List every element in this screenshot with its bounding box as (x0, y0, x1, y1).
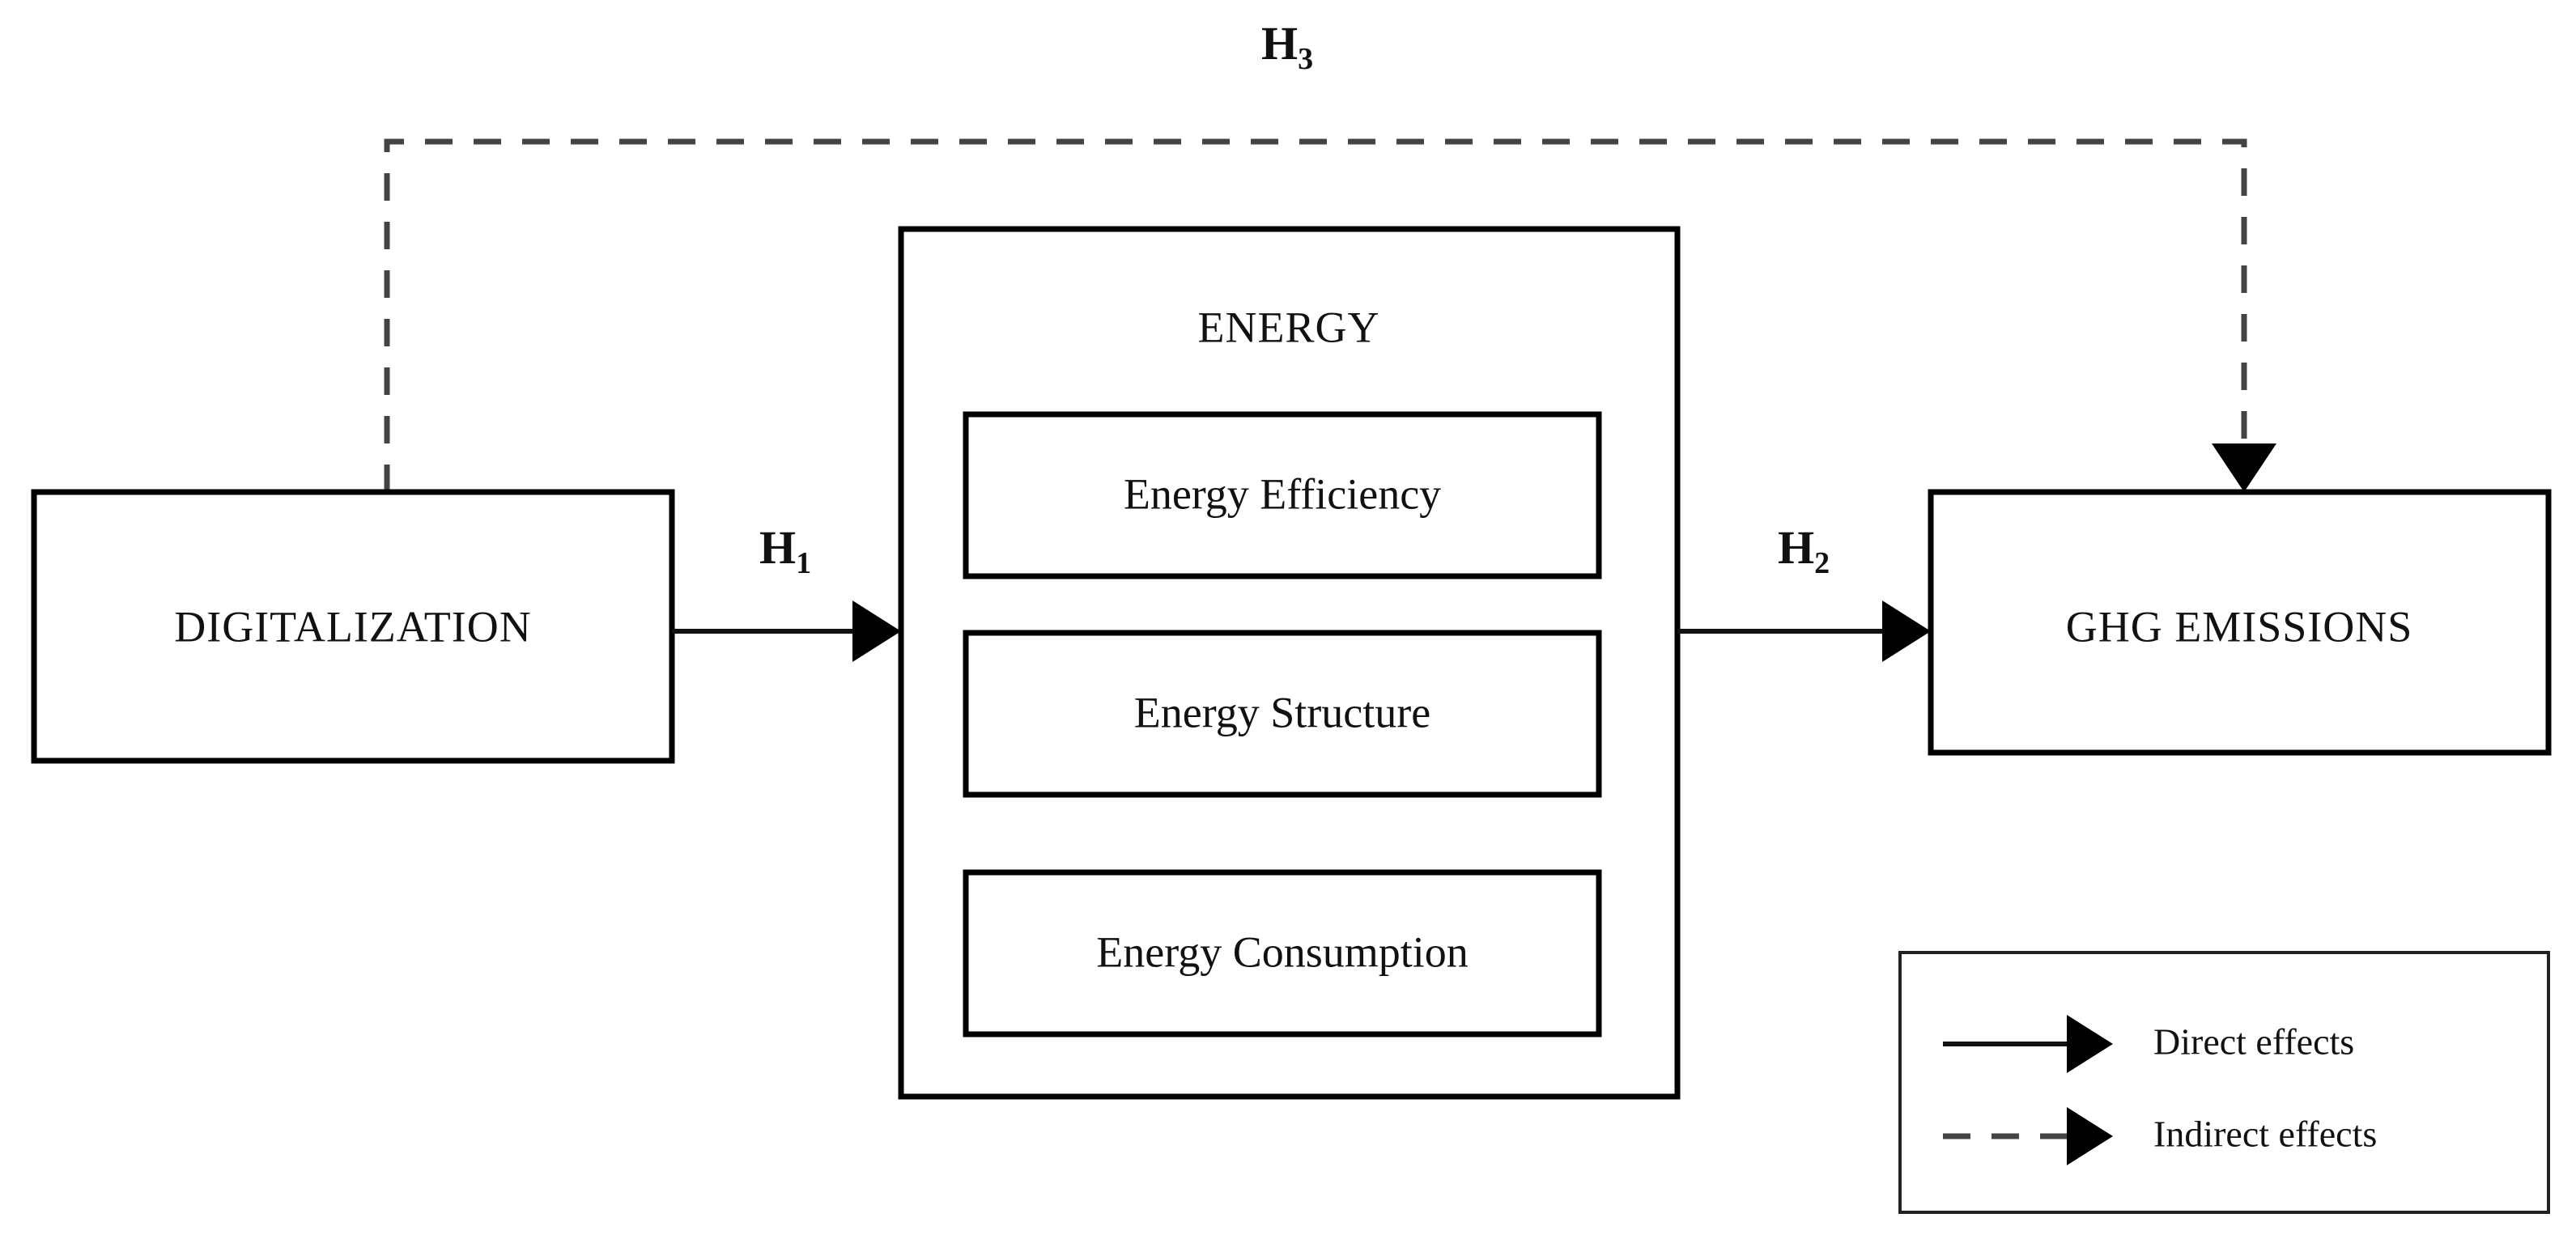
edge-h2-direct (1677, 600, 1931, 662)
node-energy-group[interactable]: ENERGY Energy Efficiency Energy Structur… (898, 226, 1681, 1100)
energy-group-title: ENERGY (1198, 303, 1380, 351)
node-digitalization[interactable]: DIGITALIZATION (31, 489, 675, 764)
digitalization-box[interactable] (31, 489, 675, 764)
h3-label: H3 (1261, 17, 1313, 75)
legend-direct-label: Direct effects (2153, 1021, 2354, 1063)
ghg-emissions-box[interactable] (1928, 489, 2552, 756)
legend-indirect-label: Indirect effects (2153, 1114, 2377, 1155)
energy-item-structure[interactable]: Energy Structure (963, 630, 1602, 798)
energy-item-consumption[interactable]: Energy Consumption (963, 869, 1602, 1037)
node-ghg-emissions[interactable]: GHG EMISSIONS (1928, 489, 2552, 756)
ghg-emissions-label: GHG EMISSIONS (2066, 602, 2413, 651)
legend-solid-arrow-icon (2067, 1015, 2113, 1073)
energy-efficiency-box[interactable] (963, 411, 1602, 579)
edge-h3-indirect (384, 138, 2276, 492)
energy-consumption-label: Energy Consumption (1096, 927, 1469, 976)
h3-dashed-path (384, 138, 2247, 492)
energy-item-efficiency[interactable]: Energy Efficiency (963, 411, 1602, 579)
legend-item-indirect: Indirect effects (1943, 1107, 2377, 1165)
energy-consumption-box[interactable] (963, 869, 1602, 1037)
h1-arrow-head (852, 600, 901, 662)
legend-item-direct: Direct effects (1943, 1015, 2354, 1073)
legend: Direct effects Indirect effects (1898, 951, 2550, 1214)
edge-h1-direct (672, 600, 901, 662)
h2-label: H2 (1778, 521, 1830, 579)
energy-structure-label: Energy Structure (1134, 688, 1430, 736)
legend-dashed-arrow-icon (2067, 1107, 2113, 1165)
legend-box (1898, 951, 2550, 1214)
energy-efficiency-label: Energy Efficiency (1124, 469, 1441, 518)
h2-arrow-head (1882, 600, 1931, 662)
h1-label: H1 (759, 521, 811, 579)
energy-structure-box[interactable] (963, 630, 1602, 798)
h3-arrow-head (2212, 443, 2276, 492)
digitalization-label: DIGITALIZATION (174, 602, 532, 651)
